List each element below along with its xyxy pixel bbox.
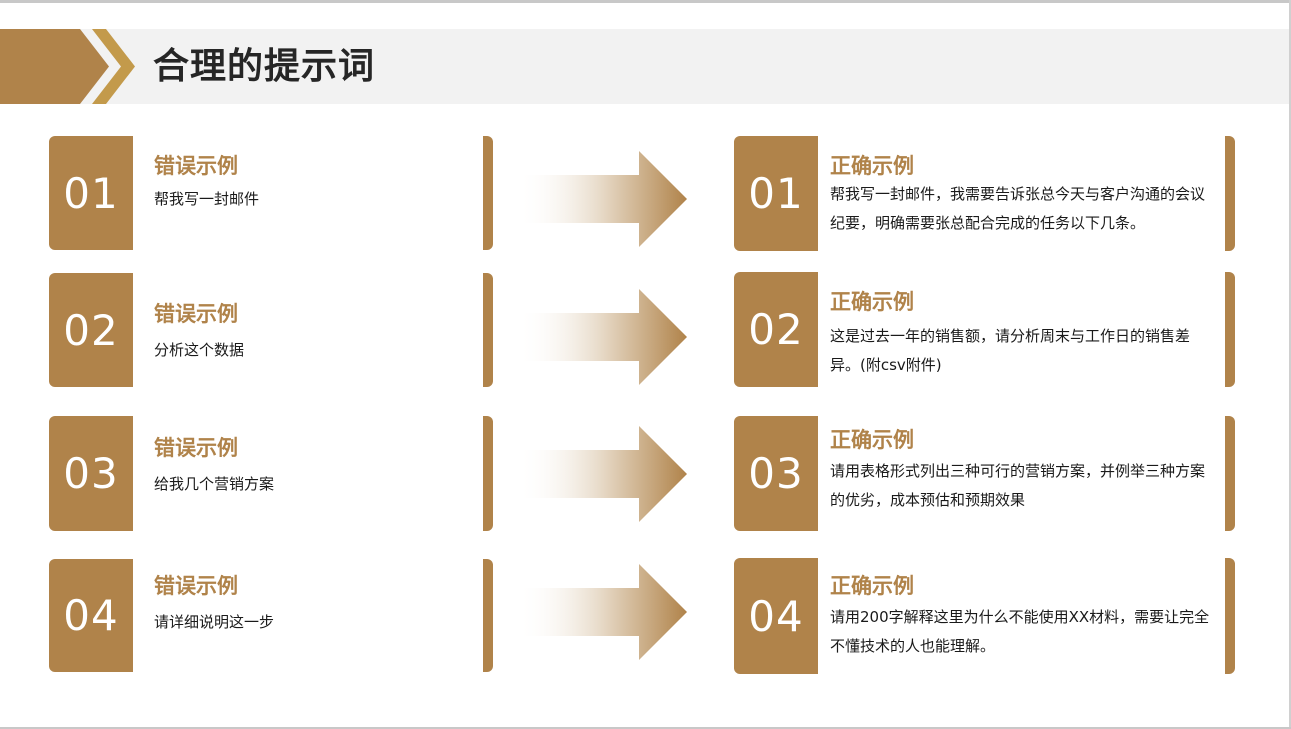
number-block: 04: [734, 558, 818, 674]
item-number: 01: [63, 168, 119, 218]
number-block: 02: [734, 272, 818, 387]
gradient-right-arrow-icon: [518, 289, 687, 385]
card-title: 错误示例: [154, 302, 238, 326]
card-end-bar: [1225, 416, 1235, 531]
item-number: 02: [748, 305, 804, 354]
item-number: 03: [748, 449, 804, 498]
item-number: 02: [63, 305, 119, 355]
item-number: 01: [748, 169, 804, 218]
slide-right-border: [1289, 0, 1291, 729]
card-text: 帮我写一封邮件，我需要告诉张总今天与客户沟通的会议纪要，明确需要张总配合完成的任…: [830, 185, 1206, 232]
number-block: 03: [49, 416, 133, 531]
item-number: 04: [748, 591, 804, 641]
wrong-example-card-2: 02 错误示例 分析这个数据: [49, 273, 493, 387]
card-text: 请详细说明这一步: [154, 613, 275, 631]
card-title: 错误示例: [154, 154, 238, 178]
correct-example-card-3: 03 正确示例 请用表格形式列出三种可行的营销方案，并例举三种方案的优劣，成本预…: [734, 416, 1235, 531]
number-block: 01: [49, 136, 133, 250]
correct-example-card-1: 01 正确示例 帮我写一封邮件，我需要告诉张总今天与客户沟通的会议纪要，明确需要…: [734, 136, 1235, 251]
card-text: 请用表格形式列出三种可行的营销方案，并例举三种方案的优劣，成本预估和预期效果: [830, 462, 1206, 509]
number-block: 01: [734, 136, 818, 251]
card-title: 正确示例: [830, 154, 914, 178]
card-text: 分析这个数据: [154, 341, 245, 359]
correct-example-card-4: 04 正确示例 请用200字解释这里为什么不能使用XX材料，需要让完全不懂技术的…: [734, 558, 1235, 674]
slide-bottom-border: [0, 727, 1291, 729]
number-block: 04: [49, 559, 133, 672]
card-end-bar: [1225, 272, 1235, 387]
gradient-right-arrow-icon: [518, 564, 687, 660]
item-number: 04: [63, 591, 119, 640]
correct-example-card-2: 02 正确示例 这是过去一年的销售额，请分析周末与工作日的销售差异。(附csv附…: [734, 272, 1235, 387]
number-block: 03: [734, 416, 818, 531]
card-end-bar: [483, 136, 493, 250]
card-title: 错误示例: [154, 436, 238, 460]
card-text: 给我几个营销方案: [154, 475, 275, 493]
slide-top-border: [0, 0, 1291, 3]
page-title: 合理的提示词: [153, 46, 376, 87]
card-text: 帮我写一封邮件: [154, 190, 260, 208]
double-chevron-icon: [0, 29, 135, 104]
card-end-bar: [483, 416, 493, 531]
wrong-example-card-3: 03 错误示例 给我几个营销方案: [49, 416, 493, 531]
wrong-example-card-4: 04 错误示例 请详细说明这一步: [49, 559, 493, 672]
card-end-bar: [483, 273, 493, 387]
header-band: [0, 29, 1289, 104]
card-title: 错误示例: [154, 574, 238, 598]
card-title: 正确示例: [830, 574, 914, 598]
gradient-right-arrow-icon: [518, 151, 687, 247]
card-text: 请用200字解释这里为什么不能使用XX材料，需要让完全不懂技术的人也能理解。: [830, 608, 1210, 655]
card-title: 正确示例: [830, 428, 914, 452]
gradient-right-arrow-icon: [518, 426, 687, 522]
card-text: 这是过去一年的销售额，请分析周末与工作日的销售差异。(附csv附件): [830, 327, 1191, 374]
card-end-bar: [483, 559, 493, 672]
card-end-bar: [1225, 136, 1235, 251]
card-end-bar: [1225, 558, 1235, 674]
wrong-example-card-1: 01 错误示例 帮我写一封邮件: [49, 136, 493, 250]
number-block: 02: [49, 273, 133, 387]
item-number: 03: [63, 449, 119, 498]
card-title: 正确示例: [830, 290, 914, 314]
